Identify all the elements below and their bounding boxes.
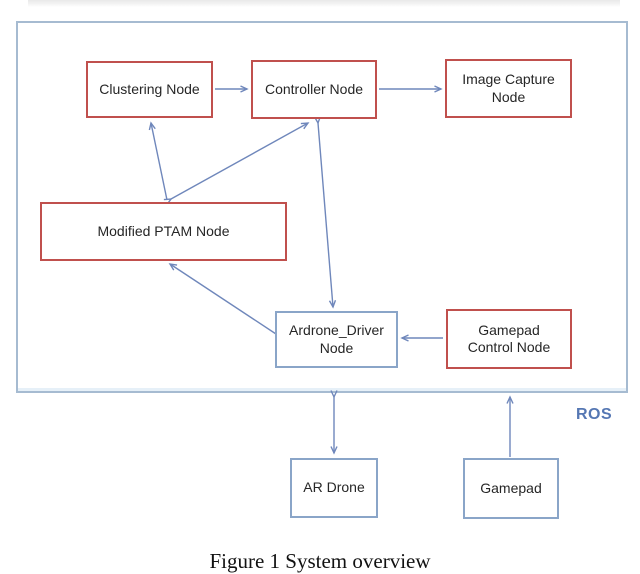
node-controller-label: Controller Node bbox=[264, 80, 364, 97]
node-image-capture-label: Image Capture Node bbox=[462, 71, 555, 105]
node-ar-drone-label: AR Drone bbox=[303, 479, 365, 496]
node-ardrone-driver-label: Ardrone_Driver Node bbox=[289, 322, 384, 356]
node-gamepad-control-label: Gamepad Control Node bbox=[467, 321, 551, 356]
ros-label: ROS bbox=[576, 406, 613, 423]
node-gamepad: Gamepad bbox=[463, 458, 559, 519]
node-gamepad-control: Gamepad Control Node bbox=[446, 309, 572, 369]
node-ar-drone: AR Drone bbox=[290, 458, 378, 518]
node-image-capture: Image Capture Node bbox=[445, 59, 572, 118]
node-modified-ptam: Modified PTAM Node bbox=[40, 202, 287, 261]
node-clustering-label: Clustering Node bbox=[99, 80, 200, 97]
scan-artifact-stripe bbox=[28, 0, 620, 7]
figure-caption: Figure 1 System overview bbox=[209, 549, 431, 573]
figure-diagram: Clustering Node Controller Node Image Ca… bbox=[16, 0, 628, 573]
node-controller: Controller Node bbox=[251, 60, 377, 119]
node-gamepad-label: Gamepad bbox=[480, 479, 542, 496]
node-modified-ptam-label: Modified PTAM Node bbox=[97, 222, 230, 239]
node-ardrone-driver: Ardrone_Driver Node bbox=[275, 311, 398, 368]
node-clustering: Clustering Node bbox=[86, 61, 213, 118]
